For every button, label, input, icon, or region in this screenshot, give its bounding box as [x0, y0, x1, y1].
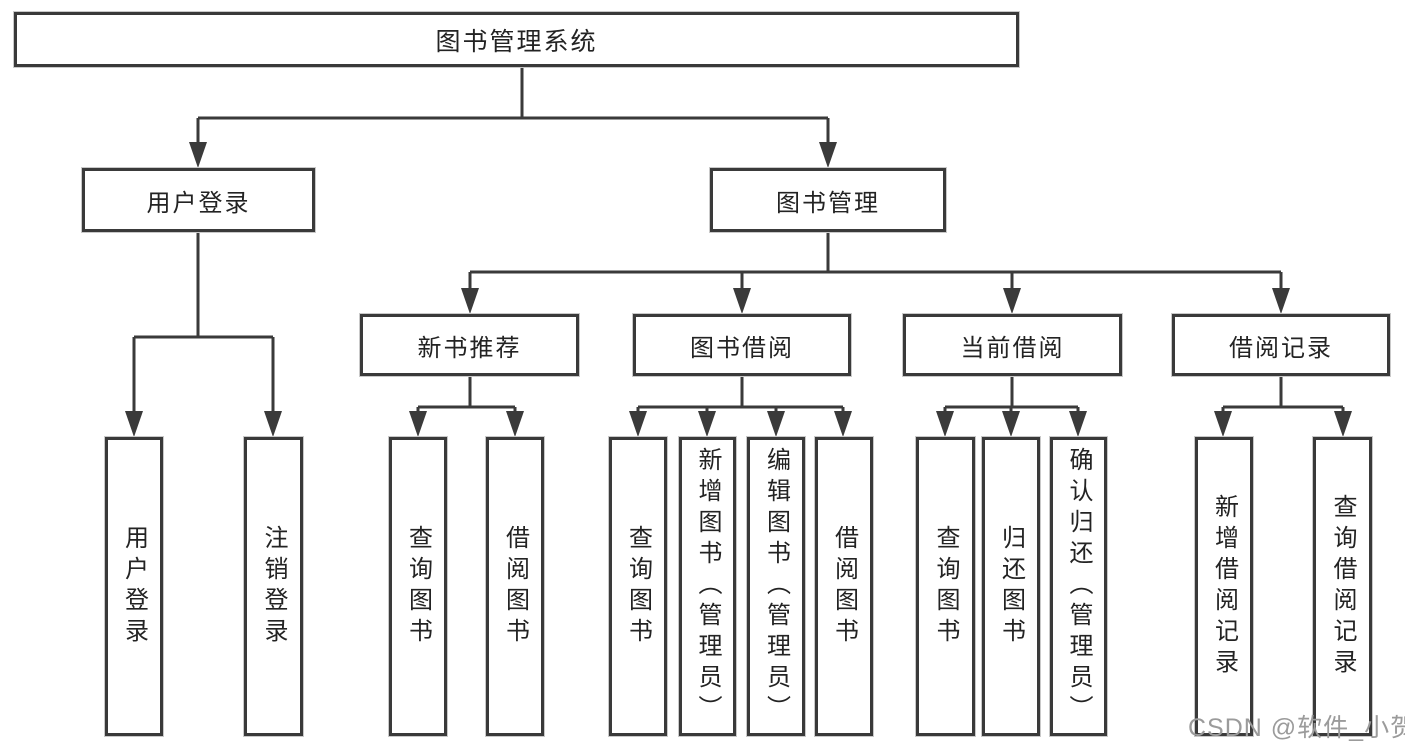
arrow-down-icon [1272, 288, 1290, 314]
arrow-down-icon [834, 411, 852, 437]
leaf-logout: 注销登录 [244, 437, 303, 736]
node-label: 查询图书 [624, 524, 652, 649]
arrowheads [125, 142, 1352, 437]
connector-borrow-records-to-leaves [1221, 376, 1345, 420]
leaf-query-borrow-record: 查询借阅记录 [1313, 437, 1372, 736]
node-label: 用户登录 [120, 524, 148, 649]
node-current-borrowing: 当前借阅 [903, 314, 1122, 376]
arrow-down-icon [936, 411, 954, 437]
node-label: 查询借阅记录 [1329, 493, 1356, 680]
arrow-down-icon [1069, 411, 1087, 437]
leaf-query-books-borrowing: 查询图书 [609, 437, 667, 736]
connector-root-to-level2 [196, 67, 830, 150]
node-label: 用户登录 [146, 189, 251, 217]
arrow-down-icon [1002, 411, 1020, 437]
node-label: 图书管理 [776, 189, 880, 217]
node-user-login: 用户登录 [82, 168, 315, 232]
connector-book-management-to-level3 [468, 232, 1283, 297]
arrow-down-icon [1003, 288, 1021, 314]
leaf-return-books: 归还图书 [982, 437, 1040, 736]
node-book-borrowing: 图书借阅 [633, 314, 851, 376]
node-label: 借阅记录 [1229, 334, 1333, 362]
leaf-borrow-books: 借阅图书 [815, 437, 873, 736]
leaf-borrow-books-recommend: 借阅图书 [486, 437, 544, 736]
node-root-system: 图书管理系统 [14, 12, 1019, 67]
node-book-management: 图书管理 [710, 168, 946, 232]
leaf-add-borrow-record: 新增借阅记录 [1195, 437, 1253, 736]
node-label: 新书推荐 [417, 334, 522, 362]
node-label: 查询图书 [404, 524, 432, 649]
node-label: 确认归还（管理员） [1065, 447, 1092, 726]
leaf-query-books-recommend: 查询图书 [389, 437, 447, 736]
arrow-down-icon [819, 142, 837, 168]
node-label: 图书借阅 [690, 334, 794, 362]
arrow-down-icon [264, 411, 282, 437]
arrow-down-icon [125, 411, 143, 437]
arrow-down-icon [733, 288, 751, 314]
arrow-down-icon [189, 142, 207, 168]
node-label: 借阅图书 [830, 524, 858, 649]
arrow-down-icon [629, 411, 647, 437]
leaf-edit-book-admin: 编辑图书（管理员） [747, 437, 805, 736]
arrow-down-icon [1214, 411, 1232, 437]
leaf-user-login: 用户登录 [105, 437, 163, 736]
arrow-down-icon [698, 411, 716, 437]
arrow-down-icon [461, 288, 479, 314]
arrow-down-icon [409, 411, 427, 437]
node-label: 查询图书 [932, 524, 959, 649]
node-label: 当前借阅 [960, 334, 1065, 362]
arrow-down-icon [767, 411, 785, 437]
leaf-add-book-admin: 新增图书（管理员） [679, 437, 736, 736]
leaf-query-books-current: 查询图书 [916, 437, 975, 736]
connector-user-login-to-leaves [132, 232, 275, 420]
node-new-book-recommendation: 新书推荐 [360, 314, 579, 376]
arrow-down-icon [506, 411, 524, 437]
node-borrowing-records: 借阅记录 [1172, 314, 1390, 376]
node-label: 归还图书 [997, 524, 1025, 649]
node-label: 借阅图书 [501, 524, 529, 649]
node-label: 新增图书（管理员） [694, 447, 721, 726]
node-label: 注销登录 [260, 524, 287, 649]
connector-new-book-to-leaves [416, 376, 517, 420]
node-label: 新增借阅记录 [1210, 493, 1238, 680]
arrow-down-icon [1334, 411, 1352, 437]
node-label: 图书管理系统 [435, 27, 598, 56]
leaf-confirm-return-admin: 确认归还（管理员） [1050, 437, 1107, 736]
connector-book-borrowing-to-leaves [636, 376, 845, 420]
node-label: 编辑图书（管理员） [762, 447, 790, 726]
